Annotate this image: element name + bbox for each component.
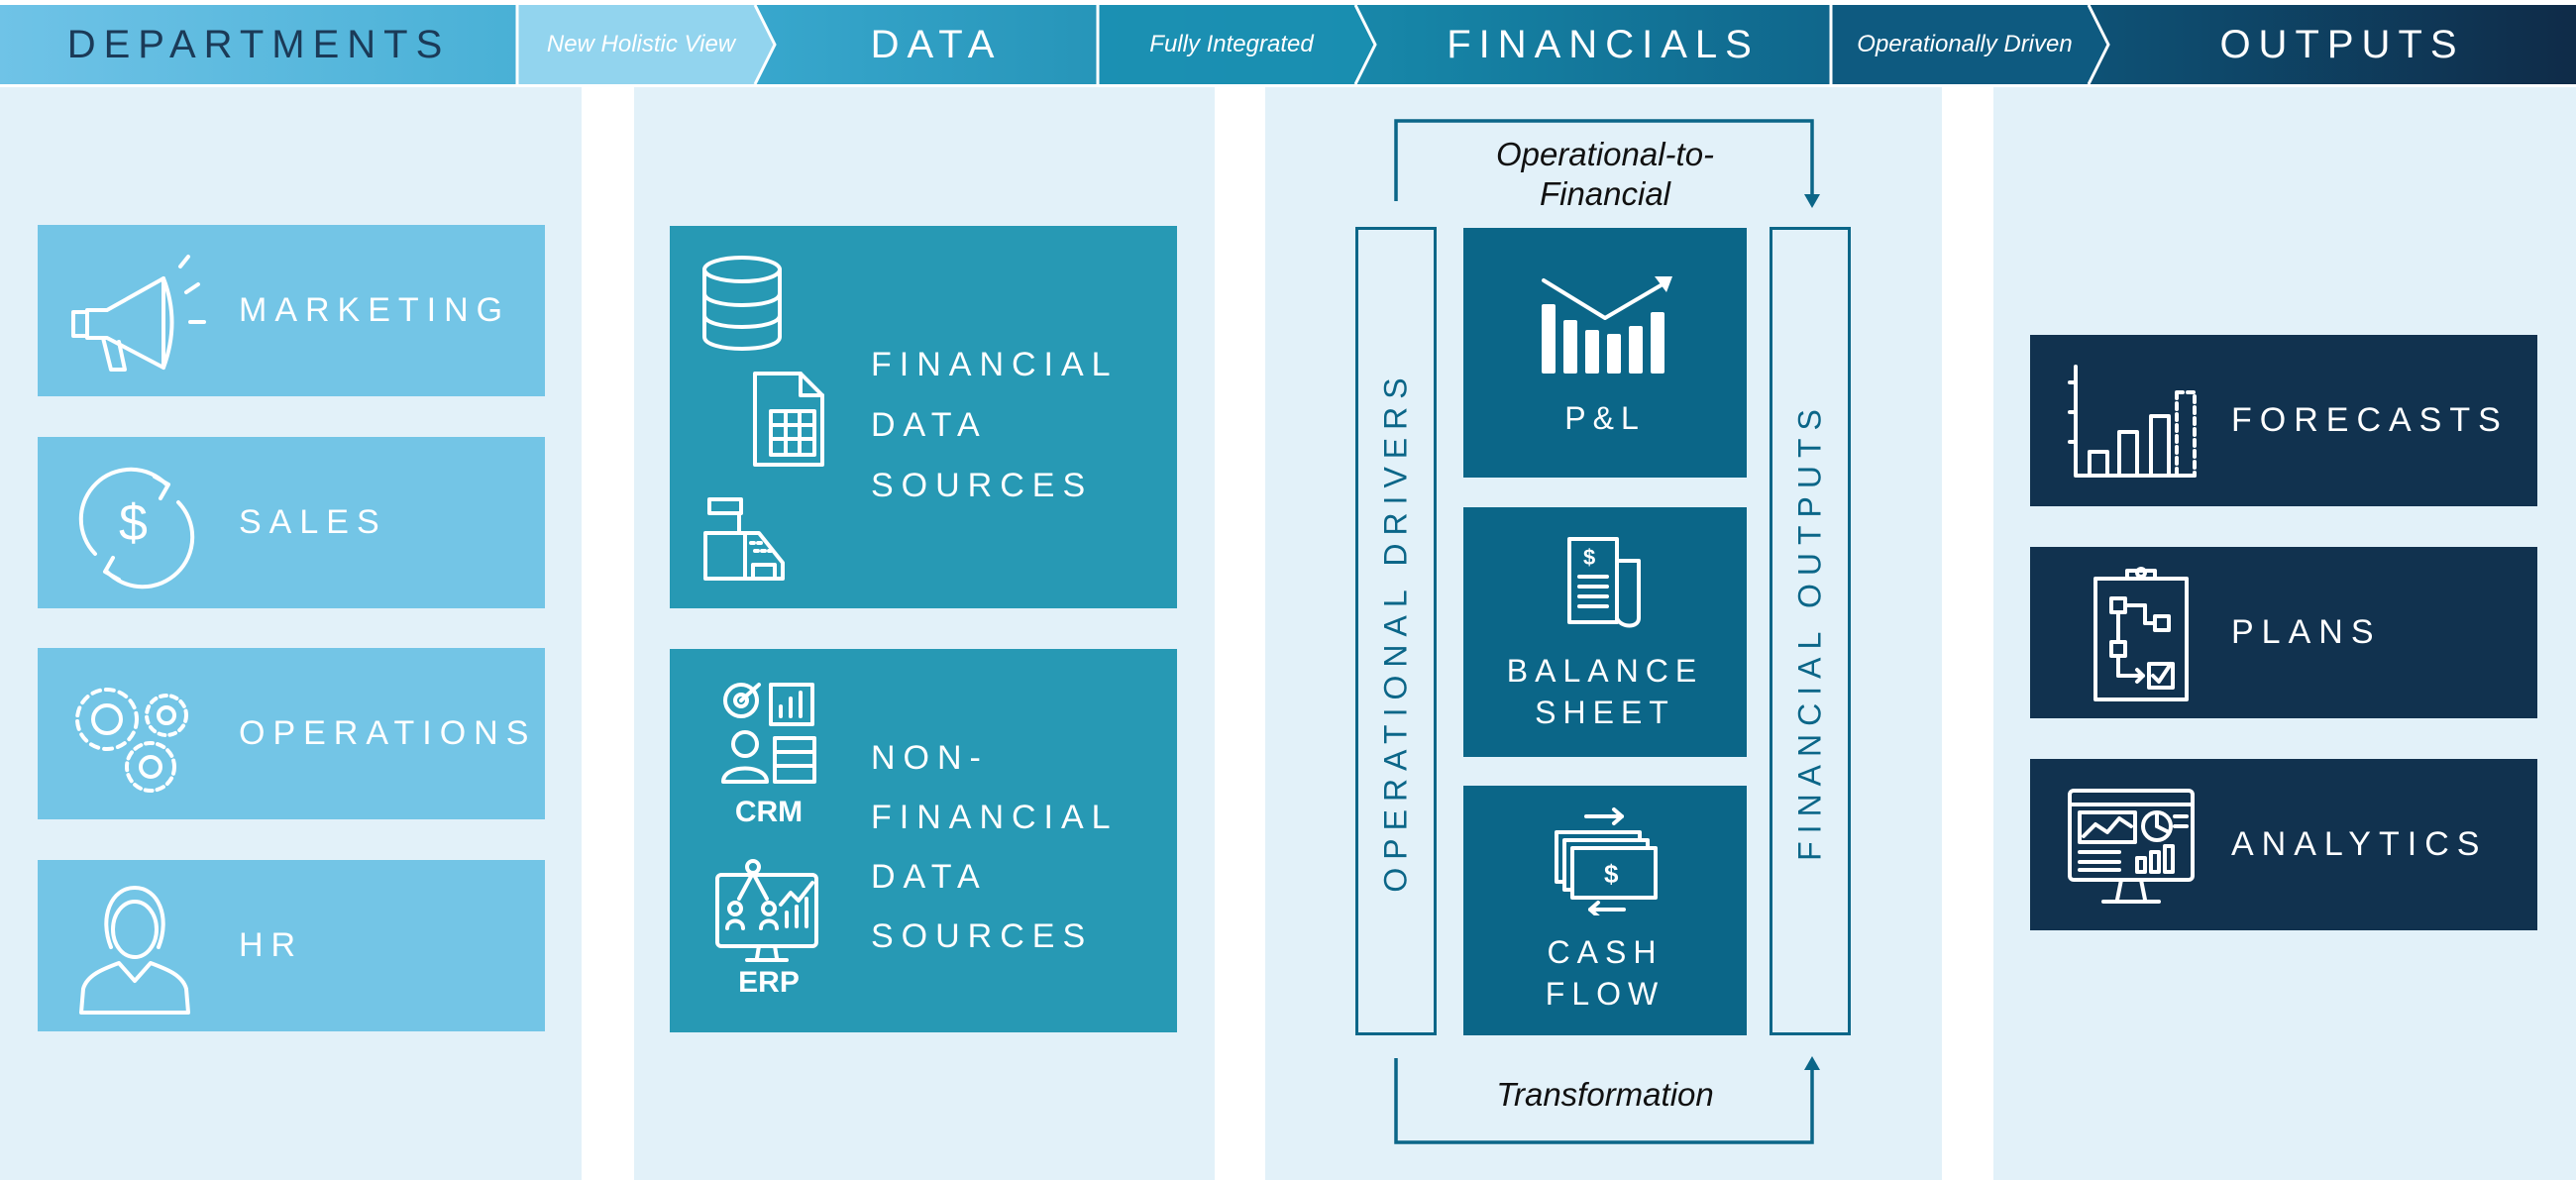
operational-to-financial-caption: Operational-to- Financial	[1495, 136, 1715, 212]
transformation-arrows	[1394, 119, 1820, 1144]
balance-sheet-label: BALANCE SHEET	[1507, 650, 1703, 733]
financial-outputs-box: FINANCIAL OUTPUTS	[1770, 227, 1851, 1035]
header-outputs: OUTPUTS	[2219, 22, 2465, 66]
analytics-monitor-icon	[2068, 789, 2195, 904]
database-icon	[702, 256, 782, 351]
svg-text:$: $	[1604, 859, 1619, 889]
bottom-arrowhead	[1804, 1056, 1820, 1070]
gears-icon	[75, 688, 188, 793]
erp-network-icon	[715, 859, 818, 962]
output-forecasts-label: FORECASTS	[2231, 401, 2509, 439]
nonfinancial-data-sources: CRM ERP NON- FINANCIAL DATA SOURCES	[670, 649, 1177, 1032]
header-financials: FINANCIALS	[1447, 22, 1760, 66]
operational-drivers-box: OPERATIONAL DRIVERS	[1355, 227, 1437, 1035]
department-hr-label: HR	[239, 926, 304, 964]
cash-flow-label: CASH FLOW	[1546, 931, 1664, 1015]
pl-label: P&L	[1564, 400, 1646, 436]
header-departments: DEPARTMENTS	[66, 22, 451, 66]
department-marketing-label: MARKETING	[239, 291, 511, 329]
department-sales: $ SALES	[38, 437, 545, 608]
cash-label-line-1: CASH	[1547, 934, 1664, 970]
financial-label-line-3: SOURCES	[871, 467, 1094, 504]
cash-register-icon	[703, 497, 785, 581]
nonfinancial-data-sources-label: NON- FINANCIAL DATA SOURCES	[871, 728, 1119, 966]
megaphone-icon	[71, 255, 206, 372]
department-marketing: MARKETING	[38, 225, 545, 396]
financial-label-line-2: DATA	[871, 406, 988, 444]
crm-label: CRM	[734, 796, 804, 828]
money-flow-icon: $	[1555, 807, 1658, 915]
balance-label-line-2: SHEET	[1535, 695, 1675, 730]
nonfinancial-label-line-4: SOURCES	[871, 917, 1094, 955]
financial-data-sources-label: FINANCIAL DATA SOURCES	[871, 335, 1119, 516]
output-forecasts: FORECASTS	[2030, 335, 2537, 506]
department-sales-label: SALES	[239, 503, 387, 541]
financial-data-sources: FINANCIAL DATA SOURCES	[670, 226, 1177, 608]
svg-text:$: $	[1583, 545, 1595, 570]
financial-outputs-label: FINANCIAL OUTPUTS	[1791, 401, 1828, 861]
top-arrowhead	[1804, 194, 1820, 208]
header-connector-driven: Operationally Driven	[1857, 31, 2073, 57]
crm-network-icon	[721, 683, 816, 784]
department-operations: OPERATIONS	[38, 648, 545, 819]
header-connector-holistic: New Holistic View	[546, 31, 736, 57]
erp-label: ERP	[738, 966, 800, 999]
clipboard-plan-icon	[2093, 567, 2189, 701]
forecast-chart-icon	[2068, 365, 2197, 478]
balance-label-line-1: BALANCE	[1506, 653, 1704, 689]
department-hr: HR	[38, 860, 545, 1031]
department-operations-label: OPERATIONS	[239, 714, 537, 752]
document-dollar-icon: $	[1567, 537, 1641, 628]
dollar-cycle-icon: $	[78, 467, 195, 590]
cash-label-line-2: FLOW	[1545, 976, 1665, 1012]
financial-label-line-1: FINANCIAL	[871, 346, 1119, 383]
output-plans-label: PLANS	[2231, 613, 2382, 651]
cash-flow: $ CASH FLOW	[1463, 786, 1747, 1035]
nonfinancial-label-line-2: FINANCIAL	[871, 799, 1119, 836]
nonfinancial-label-line-1: NON-	[871, 739, 989, 777]
spreadsheet-document-icon	[753, 372, 824, 467]
output-analytics: ANALYTICS	[2030, 759, 2537, 930]
pl-statement: P&L	[1463, 228, 1747, 478]
balance-sheet: $ BALANCE SHEET	[1463, 507, 1747, 757]
svg-text:$: $	[119, 494, 148, 552]
header-data: DATA	[870, 22, 1003, 66]
operational-drivers-label: OPERATIONAL DRIVERS	[1377, 370, 1414, 893]
header-connector-integrated: Fully Integrated	[1149, 31, 1314, 57]
bar-trend-icon	[1542, 276, 1672, 374]
header-band	[0, 5, 2576, 84]
output-analytics-label: ANALYTICS	[2231, 825, 2488, 863]
person-icon	[79, 886, 190, 1015]
transformation-caption: Transformation	[1496, 1076, 1714, 1113]
output-plans: PLANS	[2030, 547, 2537, 718]
nonfinancial-label-line-3: DATA	[871, 858, 988, 896]
